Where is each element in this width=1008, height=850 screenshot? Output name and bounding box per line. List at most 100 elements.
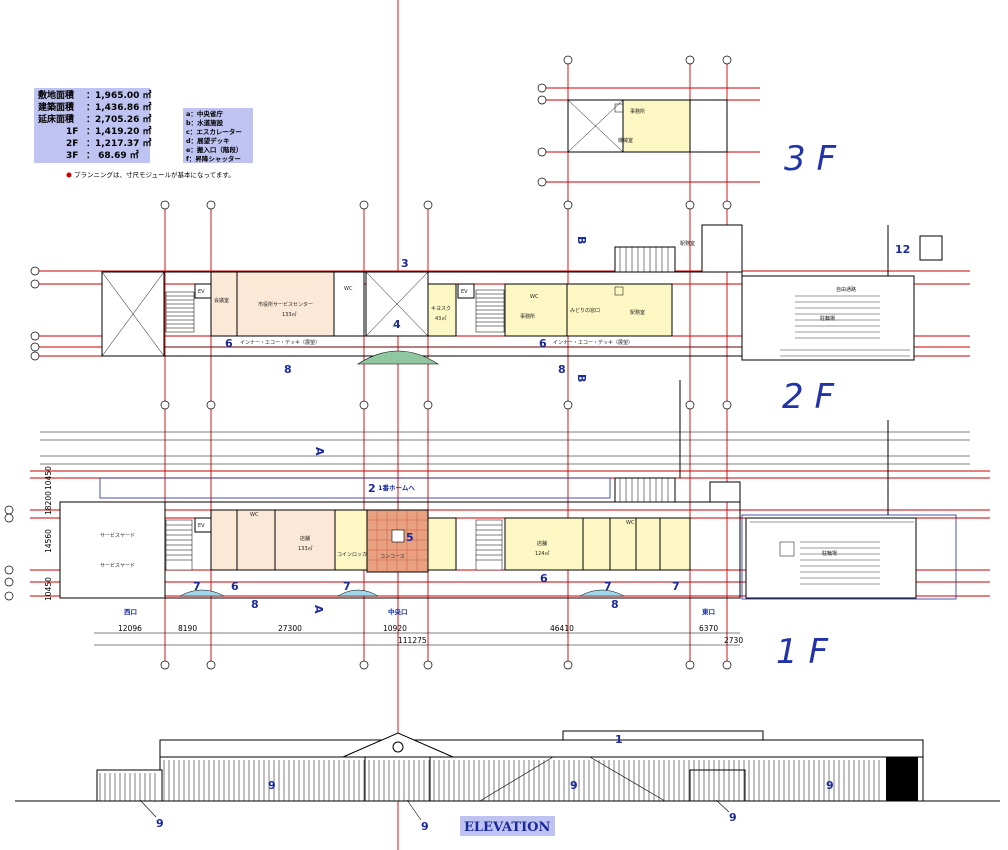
dim-6: 6370 [699, 624, 718, 633]
section-B-top: B [575, 236, 588, 244]
tag-8-1f-left: 8 [251, 598, 259, 611]
f2-station2-label: 駅務室 [680, 240, 695, 247]
axis-bubbles [4, 55, 732, 670]
f3-office-label: 事務所 [630, 108, 645, 115]
tag-6-2f-left: 6 [225, 337, 233, 350]
f1-service-label: サービスヤード [100, 562, 135, 569]
elevation-label: ELEVATION [464, 820, 550, 835]
elevation [15, 730, 1000, 802]
f2-office2-label: みどりの窓口 [570, 307, 600, 314]
f2-wc2-label: WC [530, 294, 539, 300]
tag-12: 12 [895, 243, 910, 256]
f1-shop-area-label: 133㎡ [298, 545, 313, 552]
section-A-bottom: A [312, 605, 325, 614]
f1-shop2-label: 店舗 [537, 540, 547, 547]
f1-shop-label: 店舗 [300, 535, 310, 542]
dim-5: 46410 [550, 624, 574, 633]
tag-8-2f-left: 8 [284, 363, 292, 376]
f2-ev2-label: EV [461, 289, 468, 295]
area-row-1-label: 敷地面積 [38, 89, 75, 101]
area-row-4-value: ：1,419.20 ㎡ [86, 125, 152, 137]
legend-item-e: e：搬入口（階段） [186, 145, 242, 154]
f2-road-label: 自由通路 [836, 286, 856, 293]
dim-3: 27300 [278, 624, 302, 633]
rail-tracks [40, 431, 970, 465]
grid-axes [30, 0, 990, 850]
dim-v2: 18200 [44, 491, 53, 515]
f2-kiosk-label: キヨスク [431, 306, 451, 312]
area-row-6-value: ： 68.69 ㎡ [86, 149, 139, 161]
floor-label-2f: 2 F [782, 377, 834, 417]
area-row-1-value: ：1,965.00 ㎡ [86, 89, 152, 101]
dim-1: 12096 [118, 624, 142, 633]
f3-machine-label: 機械室 [618, 137, 633, 144]
f1-ev-label: EV [198, 523, 205, 529]
tag-9-elev-c: 9 [826, 779, 834, 792]
tag-6-1f-left: 6 [231, 580, 239, 593]
dim-2: 8190 [178, 624, 197, 633]
dim-4: 10920 [383, 624, 407, 633]
f1-wc2-label: WC [626, 520, 635, 526]
tag-6-2f-right: 6 [539, 337, 547, 350]
tag-8-1f-right: 8 [611, 598, 619, 611]
area-row-2-label: 建築面積 [38, 101, 75, 113]
f1-east-exit-label: 東口 [702, 607, 715, 616]
f2-deck-label-2: インナー・エコー・デッキ（展望） [553, 339, 633, 346]
area-row-5-value: ：1,217.37 ㎡ [86, 137, 152, 149]
f2-station-label: 駅務室 [630, 309, 645, 316]
plan-1f: 1番ホームへ サービスヤード サービスヤード EV WC 店舗 133㎡ コイン… [59, 380, 957, 600]
f1-shop2-area-label: 124㎡ [535, 550, 550, 557]
dimension-lines: 12096 8190 27300 10920 46410 6370 111275… [44, 466, 743, 646]
planning-note: プランニングは、寸尺モジュールが基本になってます。 [74, 170, 235, 179]
f1-concourse-label: コンコース [380, 554, 405, 560]
f2-ev-label: EV [198, 289, 205, 295]
tag-9-elev-a: 9 [268, 779, 276, 792]
tag-4: 4 [393, 318, 401, 331]
floor-label-1f: 1 F [776, 632, 828, 672]
floor-label-3f: 3 F [784, 139, 836, 179]
tag-7-1f-d: 7 [672, 580, 680, 593]
dim-right: 2730 [724, 636, 743, 645]
tag-2: 2 [368, 482, 376, 495]
tag-9-ground-c: 9 [729, 811, 737, 824]
f1-south-exit-label: 中央口 [388, 607, 408, 616]
f1-wc-label: WC [250, 512, 259, 518]
dim-v1: 10450 [44, 466, 53, 490]
area-row-3-value: ：2,705.26 ㎡ [86, 113, 152, 125]
legend-item-a: a：中央省庁 [186, 109, 223, 118]
plan-3f: 事務所 機械室 [567, 99, 728, 153]
tag-9-ground-b: 9 [421, 820, 429, 833]
area-row-3-label: 延床面積 [37, 113, 75, 125]
area-row-6-label: 3F [66, 151, 78, 161]
area-row-2-value: ：1,436.86 ㎡ [86, 101, 152, 113]
area-table: 敷地面積 ：1,965.00 ㎡ 建築面積 ：1,436.86 ㎡ 延床面積 ：… [34, 88, 152, 163]
tag-5: 5 [406, 531, 414, 544]
section-B-bottom: B [575, 374, 588, 382]
f2-wc-label: WC [344, 286, 353, 292]
tag-9-ground-a: 9 [156, 817, 164, 830]
dim-v4: 10450 [44, 577, 53, 601]
f1-space-label: サービスヤード [100, 532, 135, 539]
f2-service-area-label: 133㎡ [282, 311, 297, 318]
section-A-top: A [313, 447, 326, 456]
tag-3: 3 [401, 257, 409, 270]
f2-deck-label-1: インナー・エコー・デッキ（展望） [240, 339, 320, 346]
f1-first-platform-label: 1番ホームへ [378, 483, 415, 492]
dim-total: 111275 [398, 636, 427, 645]
f1-bicycle-label: 駐輪場 [822, 550, 837, 557]
tag-7-1f-b: 7 [343, 580, 351, 593]
tag-7-1f-c: 7 [604, 580, 612, 593]
f2-parking-label: 駐輪場 [820, 315, 835, 322]
f2-service-center-label: 市役所サービスセンター [258, 301, 313, 308]
f2-kiosk-area-label: 43㎡ [435, 315, 446, 322]
plan-2f: EV 会議室 市役所サービスセンター 133㎡ WC キヨスク 43㎡ EV W… [101, 224, 943, 365]
tag-8-2f-right: 8 [558, 363, 566, 376]
tag-1: 1 [615, 733, 623, 746]
tag-7-1f-a: 7 [193, 580, 201, 593]
dim-v3: 14560 [44, 529, 53, 553]
note-bullet-icon [66, 172, 72, 178]
legend-item-b: b：水道施設 [186, 118, 224, 127]
tag-9-elev-b: 9 [570, 779, 578, 792]
legend-item-f: f：昇降シャッター [186, 154, 241, 163]
